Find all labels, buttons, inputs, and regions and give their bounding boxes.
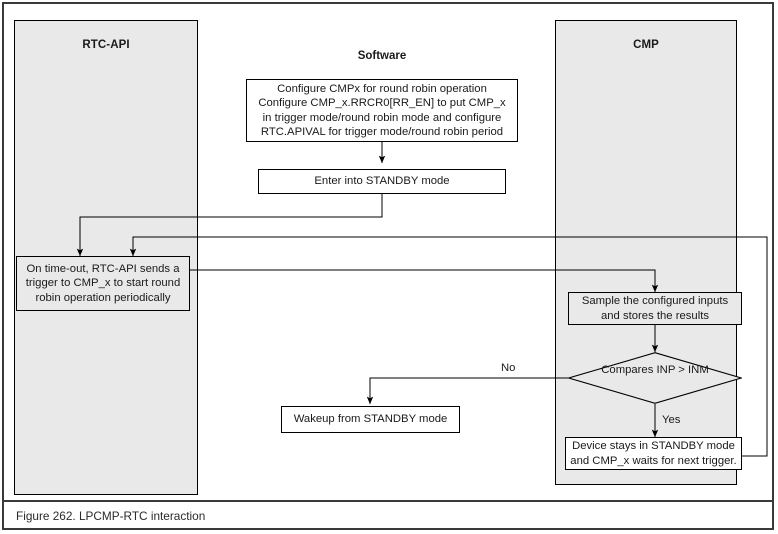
node-configure: Configure CMPx for round robin operation… [246, 79, 518, 142]
node-device-stays-line-1: Device stays in STANDBY mode [572, 440, 735, 453]
figure-caption: Figure 262. LPCMP-RTC interaction [16, 509, 206, 523]
lane-cmp: CMP [555, 20, 737, 485]
caption-divider [4, 500, 774, 502]
node-rtc-timeout-line-3: robin operation periodically [35, 291, 171, 304]
node-device-stays: Device stays in STANDBY mode and CMP_x w… [565, 437, 742, 470]
node-compare-decision: Compares INP > INM [568, 352, 742, 404]
node-enter-standby-line-1: Enter into STANDBY mode [314, 175, 450, 188]
node-sample-inputs-line-1: Sample the configured inputs [581, 295, 729, 308]
lane-title-cmp: CMP [633, 39, 659, 51]
node-sample-inputs-line-2: and stores the results [600, 309, 709, 322]
node-configure-line-3: in trigger mode/round robin mode and con… [262, 111, 502, 124]
edge-label-yes: Yes [662, 414, 681, 426]
node-configure-line-1: Configure CMPx for round robin operation [277, 83, 487, 96]
node-configure-line-2: Configure CMP_x.RRCR0[RR_EN] to put CMP_… [258, 97, 506, 110]
column-title-software: Software [357, 50, 407, 62]
node-device-stays-line-2: and CMP_x waits for next trigger. [570, 454, 737, 467]
node-enter-standby: Enter into STANDBY mode [258, 169, 506, 194]
node-wakeup-line-1: Wakeup from STANDBY mode [293, 413, 448, 426]
edge-label-no: No [501, 362, 516, 374]
lane-title-rtc-api: RTC-API [82, 39, 130, 51]
node-rtc-timeout: On time-out, RTC-API sends a trigger to … [16, 256, 190, 311]
node-configure-line-4: RTC.APIVAL for trigger mode/round robin … [260, 125, 504, 138]
diamond-shape [568, 352, 742, 404]
node-sample-inputs: Sample the configured inputs and stores … [568, 292, 742, 325]
node-rtc-timeout-line-1: On time-out, RTC-API sends a [26, 263, 180, 276]
node-rtc-timeout-line-2: trigger to CMP_x to start round [25, 277, 181, 290]
node-wakeup: Wakeup from STANDBY mode [281, 406, 460, 433]
